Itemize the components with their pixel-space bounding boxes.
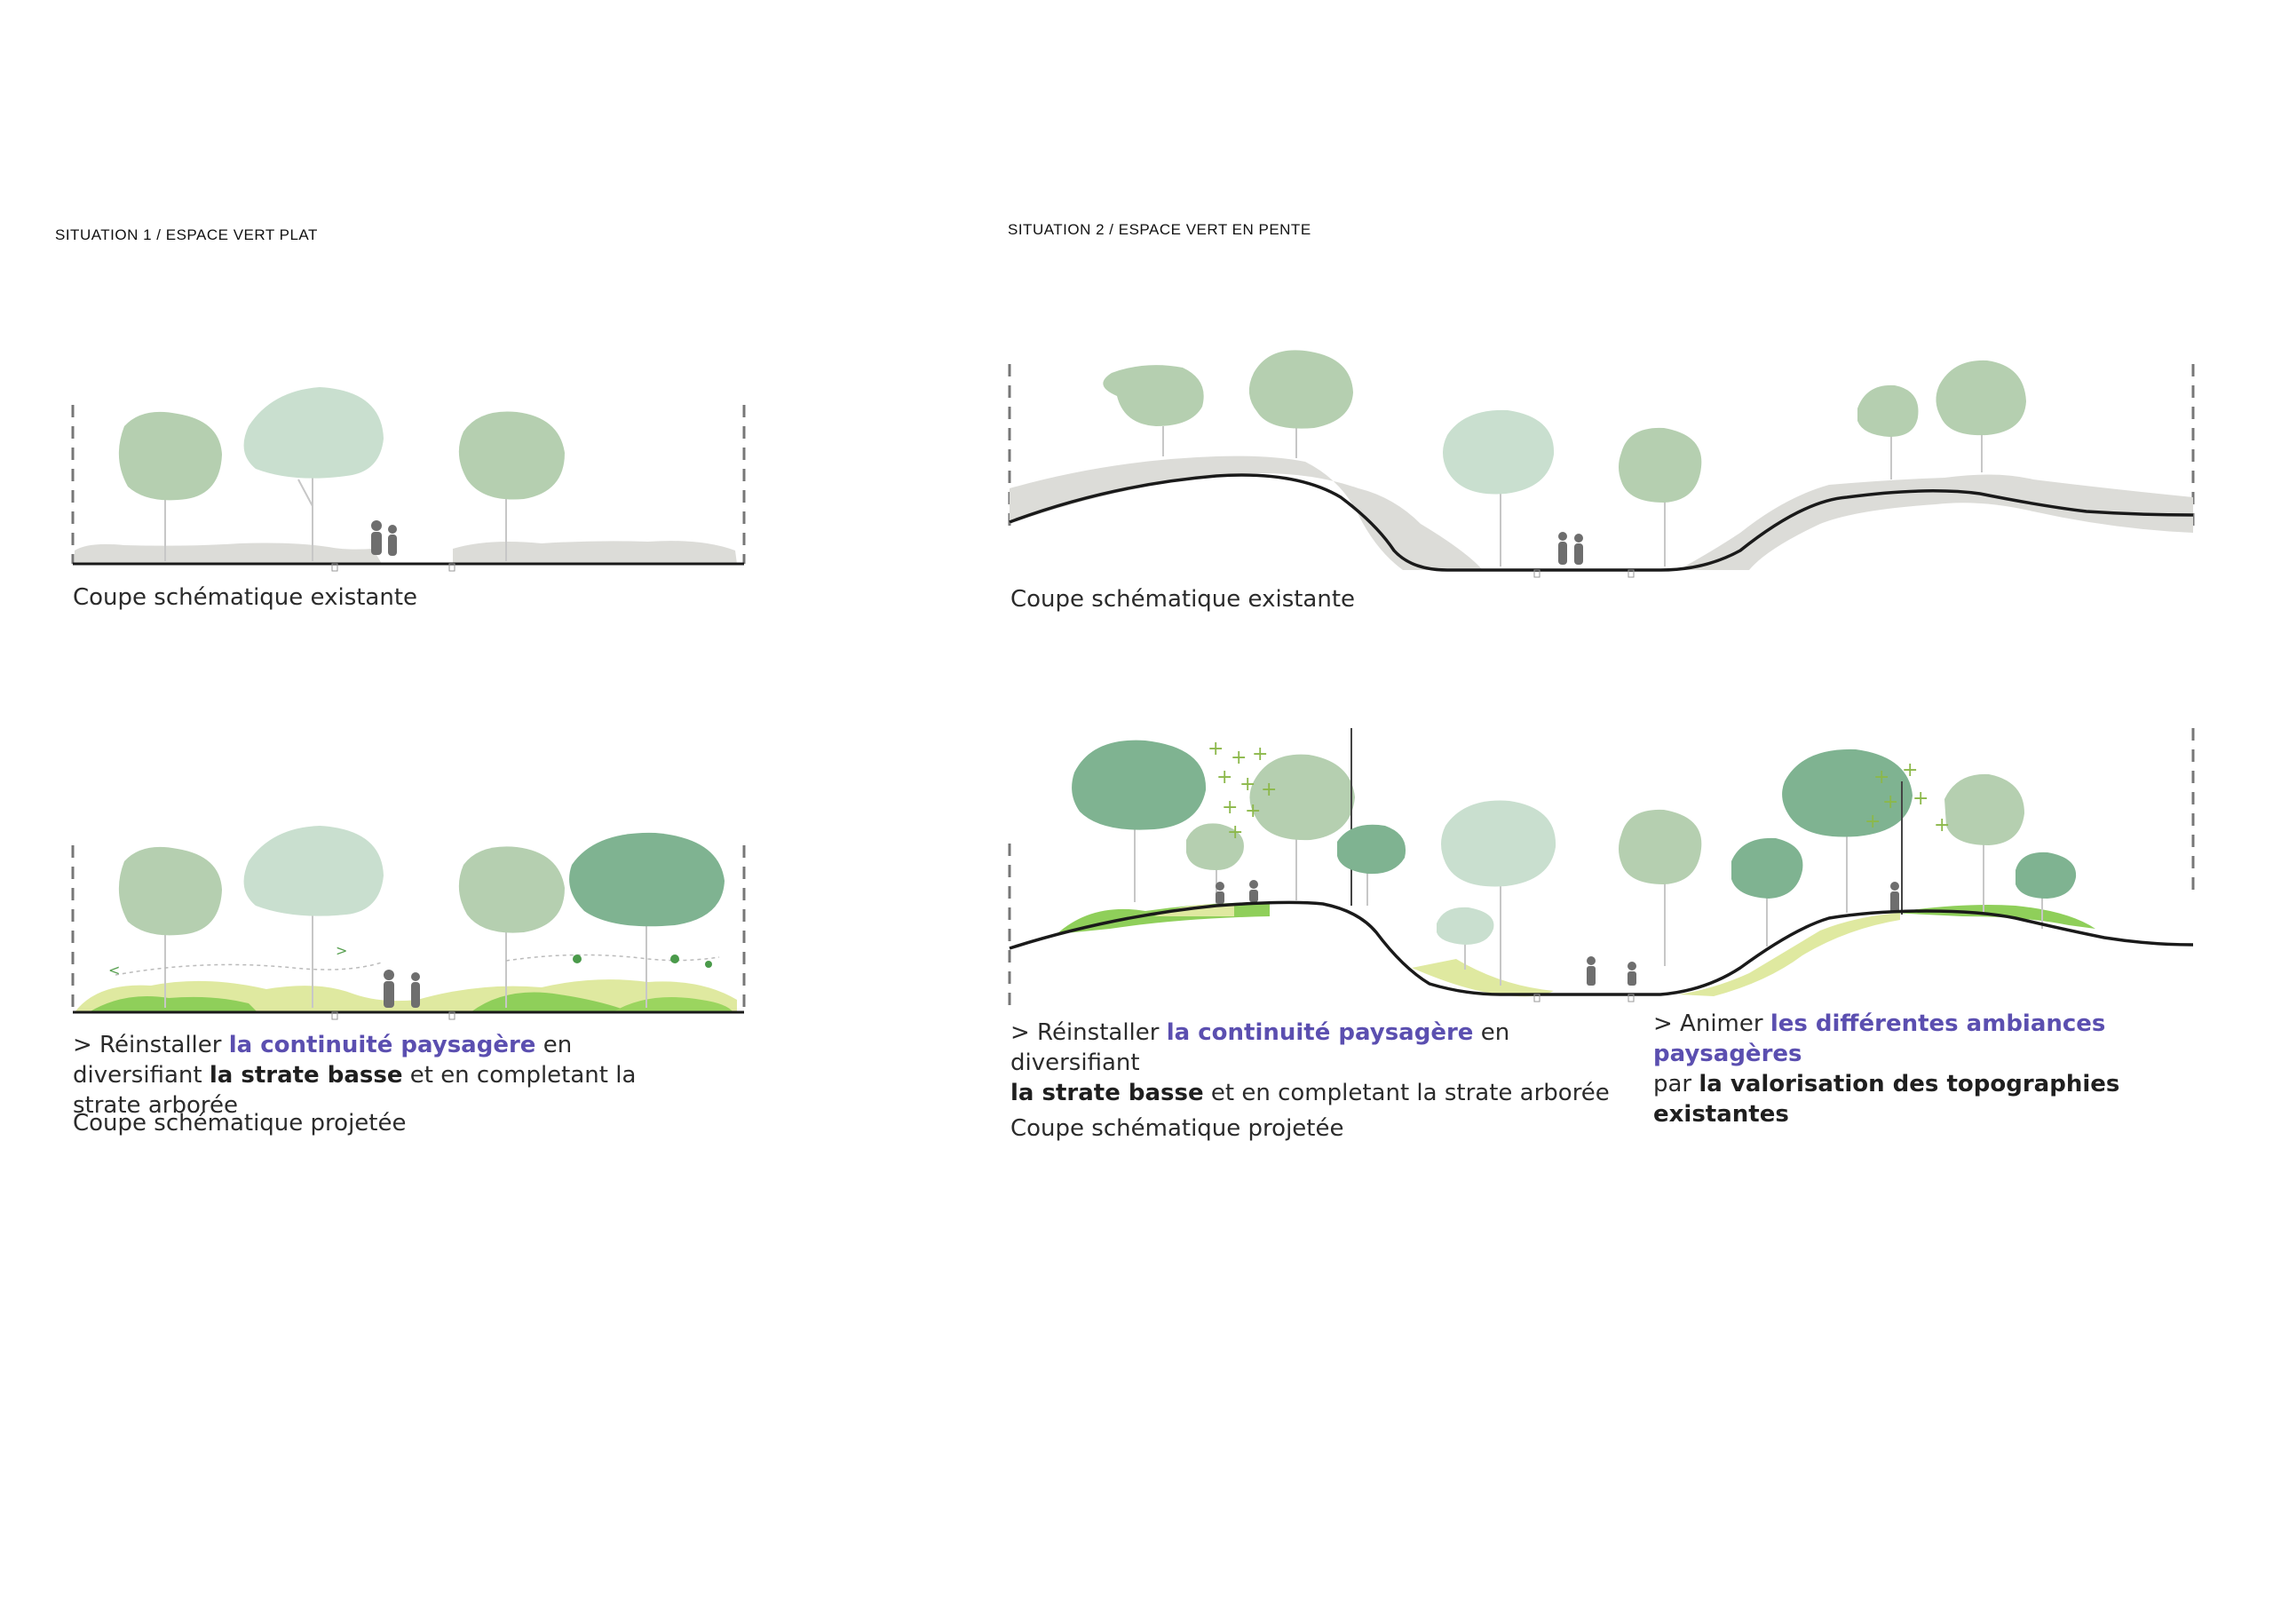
desc-prefix: > Réinstaller — [73, 1032, 229, 1058]
ground-line — [1009, 900, 2194, 996]
fauna-icon — [705, 961, 712, 968]
svg-text:+: + — [1245, 800, 1261, 822]
existing-soil — [1678, 474, 2193, 570]
desc-middle: par — [1653, 1071, 1699, 1097]
people-icon — [1558, 532, 1583, 565]
desc-middle: en diversifiant — [1010, 1019, 1510, 1076]
situation2-projected-description-right: > Animer les différentes ambiances paysa… — [1653, 1009, 2257, 1129]
situation2-existing-caption: Coupe schématique existante — [1010, 586, 1356, 613]
svg-text:<: < — [108, 962, 120, 978]
svg-text:+: + — [1252, 743, 1268, 765]
svg-text:+: + — [1231, 747, 1247, 769]
tree — [458, 846, 565, 1008]
ground-line — [1009, 473, 2194, 572]
low-strata — [1678, 913, 1900, 996]
grass-strip — [453, 541, 737, 564]
desc-prefix: > Réinstaller — [1010, 1019, 1167, 1046]
svg-text:+: + — [1227, 821, 1243, 844]
desc-middle: en diversifiant — [73, 1032, 573, 1089]
situation2-title: SITUATION 2 / ESPACE VERT EN PENTE — [1008, 221, 1311, 238]
tree — [243, 826, 384, 1008]
desc-highlight: la continuité paysagère — [1166, 1019, 1474, 1046]
low-strata — [1891, 905, 2095, 929]
situation1-projected-section: < > — [62, 826, 755, 1039]
situation1-title: SITUATION 1 / ESPACE VERT PLAT — [55, 226, 318, 243]
svg-text:+: + — [1222, 796, 1238, 819]
situation1-existing-caption: Coupe schématique existante — [73, 584, 418, 611]
situation2-existing-section — [1003, 346, 2211, 586]
grass-strip — [75, 543, 382, 564]
people-icon — [384, 970, 420, 1008]
tree — [1782, 749, 1913, 913]
svg-text:+: + — [1239, 773, 1255, 796]
desc-bold: la strate basse — [1010, 1080, 1204, 1106]
movement-path — [115, 962, 383, 976]
people-icon — [1216, 880, 1899, 986]
tree — [1944, 773, 2024, 915]
tree — [118, 846, 222, 1008]
fauna-icon — [670, 955, 679, 963]
tree — [243, 387, 384, 561]
sparkle-icon: +++ +++ +++ +++ +++ — [1208, 738, 1950, 844]
tree — [118, 411, 222, 561]
svg-text:+: + — [1913, 788, 1928, 810]
tree — [1857, 384, 1919, 479]
tree — [1437, 907, 1494, 970]
tree — [569, 832, 725, 1008]
tree — [2016, 852, 2077, 929]
tree — [1731, 837, 1803, 947]
svg-text:+: + — [1934, 814, 1950, 836]
fauna-icon — [573, 955, 582, 963]
desc-highlight: la continuité paysagère — [228, 1032, 536, 1058]
low-strata — [1412, 959, 1554, 997]
desc-suffix: et en completant la strate arborée — [1203, 1080, 1610, 1106]
tree — [458, 411, 565, 561]
svg-text:+: + — [1882, 791, 1898, 813]
tree — [1103, 365, 1204, 456]
low-strata — [89, 996, 257, 1012]
desc-prefix: > Animer — [1653, 1010, 1770, 1037]
desc-highlight: les différentes ambiances paysagères — [1653, 1010, 2106, 1067]
low-strata — [1057, 902, 1270, 934]
situation1-existing-section — [62, 373, 755, 586]
situation2-projected-section: +++ +++ +++ +++ +++ — [1003, 728, 2211, 1012]
svg-text:+: + — [1216, 766, 1232, 788]
svg-text:+: + — [1208, 738, 1224, 760]
tree — [1072, 740, 1207, 902]
svg-text:+: + — [1902, 759, 1918, 781]
tree — [1248, 350, 1353, 458]
svg-text:+: + — [1865, 811, 1881, 833]
situation2-projected-description-left: > Réinstaller la continuité paysagère en… — [1010, 1018, 1632, 1108]
tree — [1249, 754, 1355, 900]
svg-text:+: + — [1873, 766, 1889, 788]
movement-path — [505, 954, 720, 962]
svg-text:+: + — [1261, 779, 1277, 801]
situation1-projected-caption: Coupe schématique projetée — [73, 1110, 407, 1137]
tree — [1936, 360, 2026, 472]
desc-bold: la valorisation des topographies existan… — [1653, 1071, 2120, 1128]
svg-text:>: > — [336, 942, 347, 959]
tree — [1443, 409, 1555, 566]
people-icon — [371, 520, 397, 556]
situation1-projected-description: > Réinstaller la continuité paysagère en… — [73, 1030, 694, 1121]
low-strata — [471, 992, 630, 1012]
existing-soil — [1010, 456, 1483, 570]
desc-suffix: et en completant la strate arborée — [73, 1062, 637, 1119]
tree — [1619, 427, 1702, 566]
tree — [1441, 800, 1556, 986]
situation2-projected-caption: Coupe schématique projetée — [1010, 1115, 1344, 1142]
tree — [1337, 824, 1406, 906]
desc-bold: la strate basse — [209, 1062, 403, 1089]
tree — [1619, 809, 1702, 966]
low-strata — [613, 997, 733, 1012]
